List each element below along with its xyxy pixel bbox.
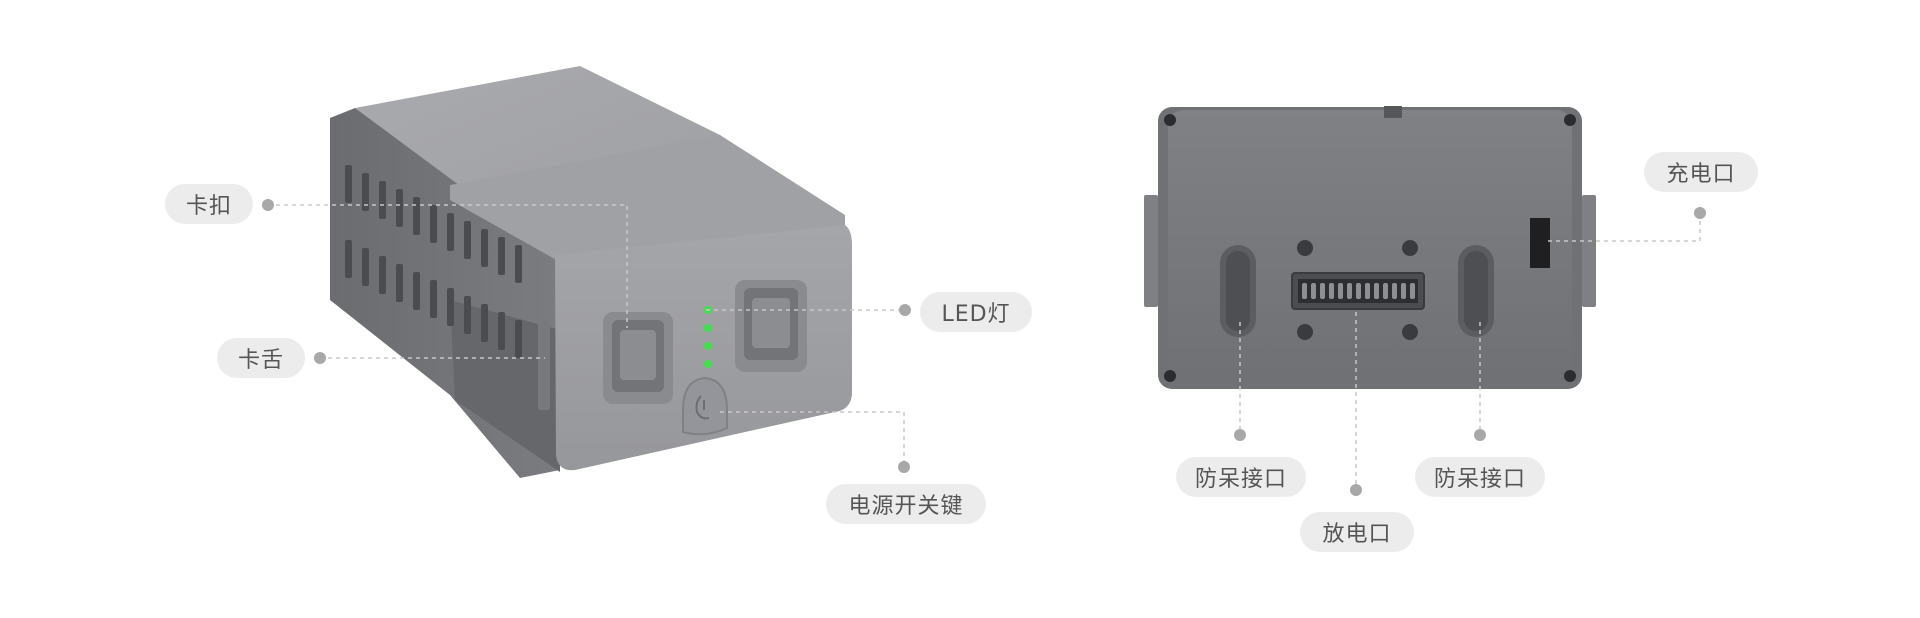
label-discharge-port: 放电口 — [1300, 512, 1414, 552]
connector-pin — [1302, 283, 1307, 299]
vent-slot — [413, 197, 420, 235]
charge-port — [1530, 218, 1550, 268]
led-3 — [704, 342, 712, 350]
connector-pin — [1347, 283, 1352, 299]
connector-pin — [1365, 283, 1370, 299]
vent-slot — [464, 221, 471, 259]
connector-pin — [1401, 283, 1406, 299]
vent-slot — [396, 264, 403, 302]
vent-slot — [430, 205, 437, 243]
vent-slot — [362, 248, 369, 286]
vent-slot — [413, 272, 420, 310]
power-icon — [695, 395, 710, 420]
label-kakou: 卡扣 — [165, 184, 253, 224]
vent-slot — [515, 245, 522, 283]
vent-slot — [396, 189, 403, 227]
vent-slot — [447, 288, 454, 326]
corner-screws — [1164, 114, 1576, 382]
connector-pin — [1356, 283, 1361, 299]
connector-pin — [1338, 283, 1343, 299]
vent-slot — [481, 229, 488, 267]
vent-slot — [430, 280, 437, 318]
vent-slot — [464, 296, 471, 334]
battery-vents — [345, 165, 522, 358]
vent-slot — [379, 181, 386, 219]
leader-dots — [262, 199, 1706, 496]
vent-slot — [345, 165, 352, 203]
back-right-ear — [1582, 195, 1596, 307]
port-screws — [1297, 240, 1418, 340]
label-anti-plug-right: 防呆接口 — [1415, 457, 1545, 497]
vent-slot — [345, 240, 352, 278]
connector-pin — [1320, 283, 1325, 299]
vent-slot — [379, 256, 386, 294]
back-plate-inner — [1168, 110, 1572, 374]
battery-top-step — [450, 135, 845, 262]
right-socket — [735, 280, 807, 372]
latch-tab — [538, 320, 550, 410]
battery-side-lower — [450, 300, 560, 472]
connector-pin — [1383, 283, 1388, 299]
vent-slot — [498, 237, 505, 275]
vent-slot — [362, 173, 369, 211]
vent-slot — [481, 304, 488, 342]
vent-slot — [498, 312, 505, 350]
connector-pin — [1374, 283, 1379, 299]
vent-slot — [515, 320, 522, 358]
label-power-button: 电源开关键 — [826, 484, 986, 524]
power-button[interactable] — [682, 376, 728, 436]
connector-pin — [1329, 283, 1334, 299]
label-charge-port: 充电口 — [1644, 152, 1758, 192]
left-socket — [603, 312, 673, 404]
discharge-port-connector — [1291, 272, 1425, 310]
label-led: LED灯 — [920, 292, 1032, 332]
vent-slot — [447, 213, 454, 251]
connector-pin — [1392, 283, 1397, 299]
connector-pin — [1311, 283, 1316, 299]
label-kashe: 卡舌 — [217, 338, 305, 378]
label-anti-plug-left: 防呆接口 — [1176, 457, 1306, 497]
led-indicators — [704, 306, 712, 368]
battery-back-view — [1144, 106, 1596, 389]
led-2 — [704, 324, 712, 332]
led-4 — [704, 360, 712, 368]
connector-pin — [1410, 283, 1415, 299]
battery-3d-view — [330, 66, 852, 478]
leader-lines — [268, 204, 1701, 490]
back-left-ear — [1144, 195, 1158, 307]
